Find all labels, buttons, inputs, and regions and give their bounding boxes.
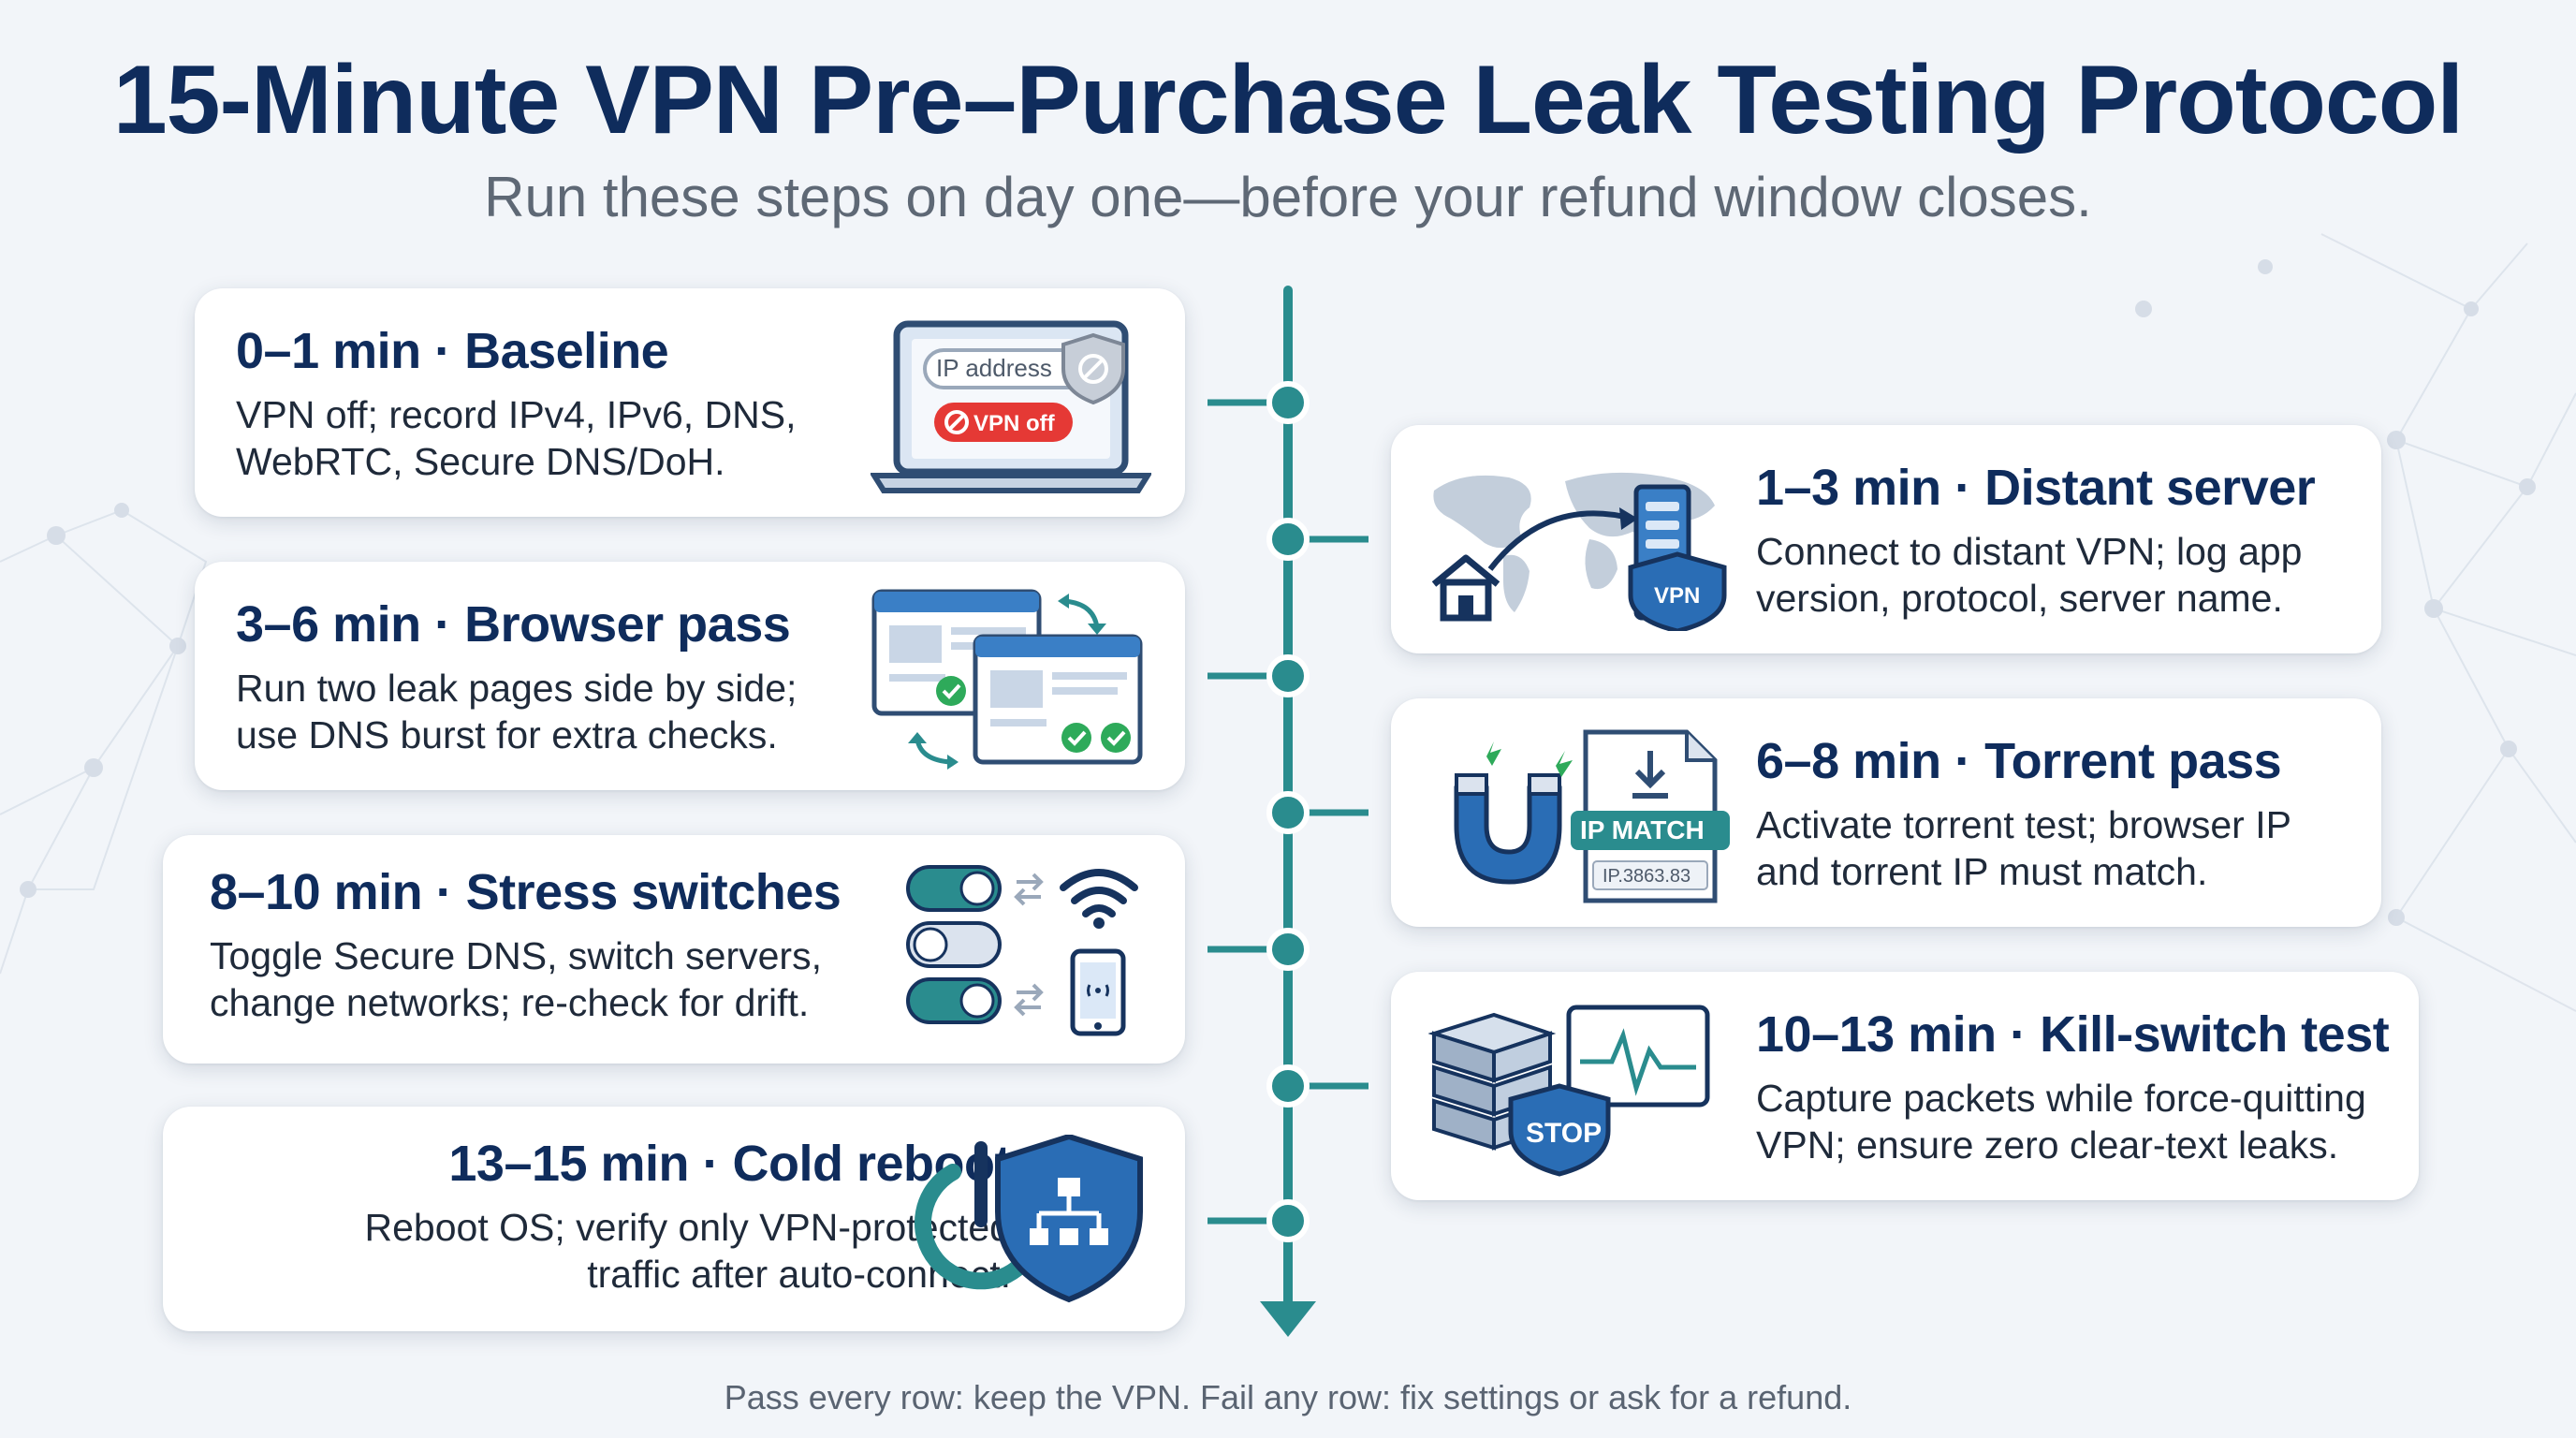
step-description: Connect to distant VPN; log app version,… [1756,530,2303,620]
ip-address-label: IP address [936,354,1052,382]
step-description: Toggle Secure DNS, switch servers, chang… [210,934,822,1024]
step-time-label: 6–8 min · Torrent pass [1756,733,2282,789]
timeline-node-7 [1266,1199,1310,1242]
timeline-node-1 [1266,381,1310,424]
browser-windows-icon [871,589,1143,770]
server-stop-icon: STOP [1428,1005,1710,1177]
vpn-shield-label: VPN [1654,583,1700,609]
step-description: Capture packets while force-quitting VPN… [1756,1077,2366,1167]
timeline-arrow-head [1260,1301,1316,1337]
step-time-label: 10–13 min · Kill-switch test [1756,1006,2390,1063]
step-description: VPN off; record IPv4, IPv6, DNS, WebRTC,… [236,393,797,483]
vpn-off-label: VPN off [973,411,1056,436]
timeline-node-5 [1266,928,1310,971]
world-map-icon: VPN [1431,472,1727,631]
step-card-kill-switch-test: 10–13 min · Kill-switch test Capture pac… [1391,972,2419,1200]
step-time-label: 0–1 min · Baseline [236,323,669,379]
timeline-node-4 [1266,791,1310,834]
step-time-label: 3–6 min · Browser pass [236,596,791,653]
step-card-browser-pass: 3–6 min · Browser pass Run two leak page… [195,562,1185,790]
timeline-node-6 [1266,1064,1310,1108]
step-card-baseline: 0–1 min · Baseline VPN off; record IPv4,… [195,288,1185,517]
step-card-torrent-pass: 6–8 min · Torrent pass Activate torrent … [1391,698,2381,927]
magnet-icon: IP MATCH IP.3863.83 [1454,729,1730,903]
step-card-stress-switches: 8–10 min · Stress switches Toggle Secure… [163,835,1185,1064]
laptop-icon: IP address VPN off [871,320,1151,493]
step-time-label: 8–10 min · Stress switches [210,864,842,920]
page-subtitle: Run these steps on day one—before your r… [484,166,2092,228]
stop-label: STOP [1526,1118,1602,1149]
footer-note: Pass every row: keep the VPN. Fail any r… [724,1378,1852,1416]
ip-match-label: IP MATCH [1580,815,1705,844]
timeline-node-2 [1266,518,1310,561]
power-shield-icon [915,1135,1143,1303]
step-time-label: 1–3 min · Distant server [1756,460,2316,516]
step-description: Run two leak pages side by side; use DNS… [236,667,798,756]
page-title: 15-Minute VPN Pre–Purchase Leak Testing … [112,46,2464,154]
step-description: Activate torrent test; browser IP and to… [1756,803,2291,893]
ip-value-label: IP.3863.83 [1603,866,1690,887]
step-time-label: 13–15 min · Cold reboot [448,1136,1011,1192]
toggle-switches-icon [906,865,1138,1036]
step-card-cold-reboot: 13–15 min · Cold reboot Reboot OS; verif… [163,1107,1185,1331]
step-card-distant-server: 1–3 min · Distant server Connect to dist… [1391,425,2381,653]
timeline-node-3 [1266,654,1310,697]
